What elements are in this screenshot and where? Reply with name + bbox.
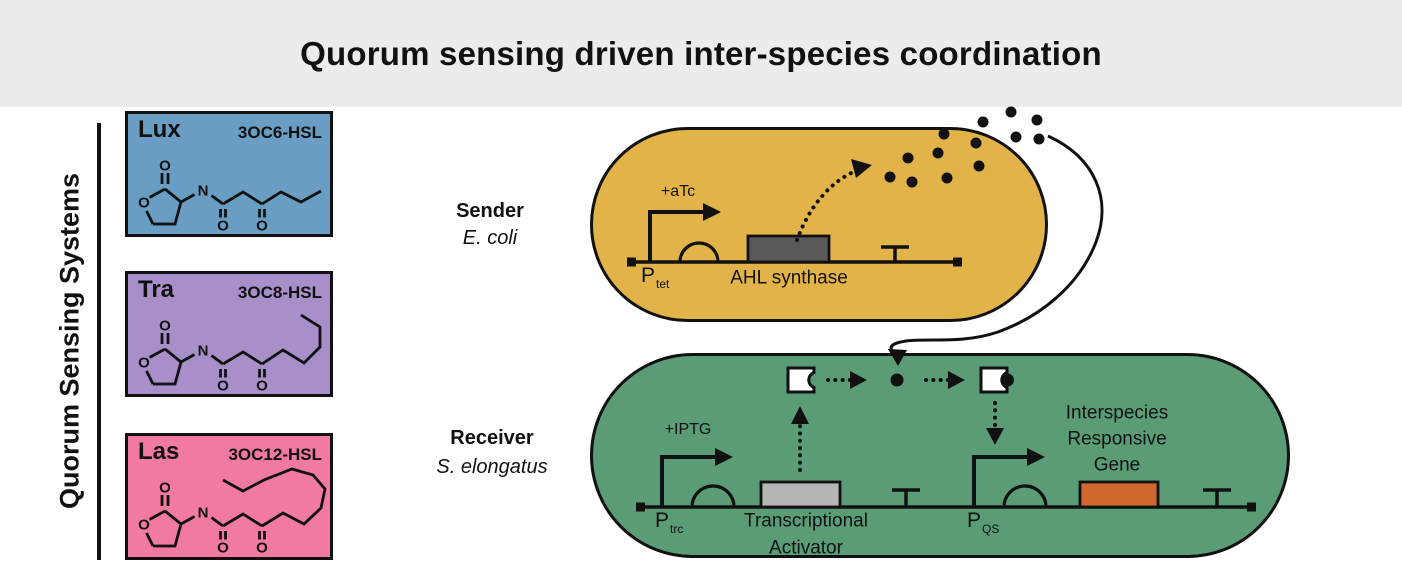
oxygen-atom-label: O [256, 540, 268, 556]
nitrogen-atom-label: N [198, 183, 209, 200]
promoter-subscript: tet [656, 277, 670, 291]
molecule-structure-3oc8-hsl: O O N O O [138, 313, 322, 394]
oxygen-atom-label: O [217, 218, 229, 234]
rbs-halfcircle [1002, 484, 1048, 508]
bond-skeleton [145, 467, 327, 548]
promoter-letter: P [641, 264, 656, 287]
system-name: Tra [138, 276, 175, 303]
bound-ahl-dot [1001, 373, 1014, 387]
promoter-letter: P [967, 509, 982, 532]
dotted-arrowhead [851, 159, 872, 178]
promoter-arrowhead [1027, 448, 1045, 466]
oxygen-atom-label: O [256, 218, 268, 234]
oxygen-atom-label: O [256, 378, 268, 394]
sender-inducer-label: +aTc [660, 183, 696, 201]
molecule-structure-3oc12-hsl: O O N O O [138, 467, 327, 556]
promoter-arrowhead [715, 448, 733, 466]
dotted-arrowhead [986, 428, 1004, 445]
receiver-species-label: S. elongatus [436, 456, 548, 478]
molecule-structure-3oc6-hsl: O O N O O [138, 158, 322, 234]
receiver-circuit [636, 366, 1256, 512]
sender-cell-body [590, 127, 1048, 322]
ahl-molecule-dot [890, 373, 904, 387]
promoter-letter: P [655, 509, 670, 532]
ligand-name: 3OC8-HSL [237, 283, 322, 302]
bond-skeleton [145, 173, 322, 226]
dotted-arrowhead [948, 371, 965, 389]
axis-line [97, 123, 101, 560]
system-card-las: Las 3OC12-HSL O O N O O [125, 433, 333, 560]
interspecies-responsive-gene-box [1078, 480, 1160, 509]
responsive-gene-label-line2: Responsive [1067, 428, 1167, 450]
title-banner: Quorum sensing driven inter-species coor… [0, 0, 1402, 107]
nitrogen-atom-label: N [198, 505, 209, 522]
dotted-arrowhead [850, 371, 867, 389]
oxygen-atom-label: O [138, 195, 150, 212]
sender-species-label: E. coli [462, 227, 518, 249]
promoter-arrow-ptrc [660, 455, 717, 507]
ligand-name: 3OC6-HSL [237, 123, 322, 142]
promoter-label-ptrc: Ptrc [655, 509, 683, 536]
responsive-gene-label-line3: Gene [1093, 454, 1141, 476]
system-name: Lux [138, 116, 181, 143]
sender-role-label: Sender [456, 200, 524, 222]
system-card-lux: Lux 3OC6-HSL O O N O O [125, 111, 333, 237]
oxygen-atom-label: O [217, 540, 229, 556]
transcription-activator-protein-icon [786, 366, 816, 394]
promoter-arrowhead [703, 203, 721, 221]
signal-transfer-arrowhead [888, 349, 907, 366]
activator-gene-label-line1: Transcriptional [744, 510, 868, 532]
promoter-subscript: QS [982, 522, 1000, 536]
ahl-synthase-label: AHL synthase [730, 267, 848, 289]
promoter-label-pqs: PQS [967, 509, 999, 536]
oxygen-atom-label: O [159, 318, 171, 335]
receiver-inducer-label: +IPTG [664, 421, 712, 439]
ahl-molecule-dots [884, 106, 1045, 188]
expression-dotted-arrow [795, 169, 858, 242]
rbs-halfcircle [690, 484, 736, 508]
promoter-label-ptet: Ptet [641, 264, 669, 291]
activator-gene-label-line2: Activator [769, 537, 843, 559]
promoter-arrow-ptet [648, 210, 705, 262]
ligand-name: 3OC12-HSL [228, 445, 322, 464]
rbs-halfcircle [678, 241, 720, 263]
oxygen-atom-label: O [217, 378, 229, 394]
promoter-arrow-pqs [972, 455, 1029, 507]
oxygen-atom-label: O [138, 355, 150, 372]
ahl-synthase-gene-box [746, 234, 831, 264]
figure-title: Quorum sensing driven inter-species coor… [300, 34, 1102, 72]
transcriptional-activator-gene-box [759, 480, 842, 509]
nitrogen-atom-label: N [198, 343, 209, 360]
promoter-subscript: trc [670, 522, 684, 536]
receiver-role-label: Receiver [450, 427, 534, 449]
system-card-tra: Tra 3OC8-HSL O O N O O [125, 271, 333, 397]
system-name: Las [138, 438, 180, 465]
signal-transfer-arrow [889, 134, 1104, 352]
dotted-arrowhead [791, 406, 809, 424]
sender-circuit [627, 159, 962, 267]
oxygen-atom-label: O [159, 480, 171, 497]
oxygen-atom-label: O [138, 517, 150, 534]
oxygen-atom-label: O [159, 158, 171, 175]
bond-skeleton [145, 313, 322, 386]
responsive-gene-label-line1: Interspecies [1065, 402, 1169, 424]
